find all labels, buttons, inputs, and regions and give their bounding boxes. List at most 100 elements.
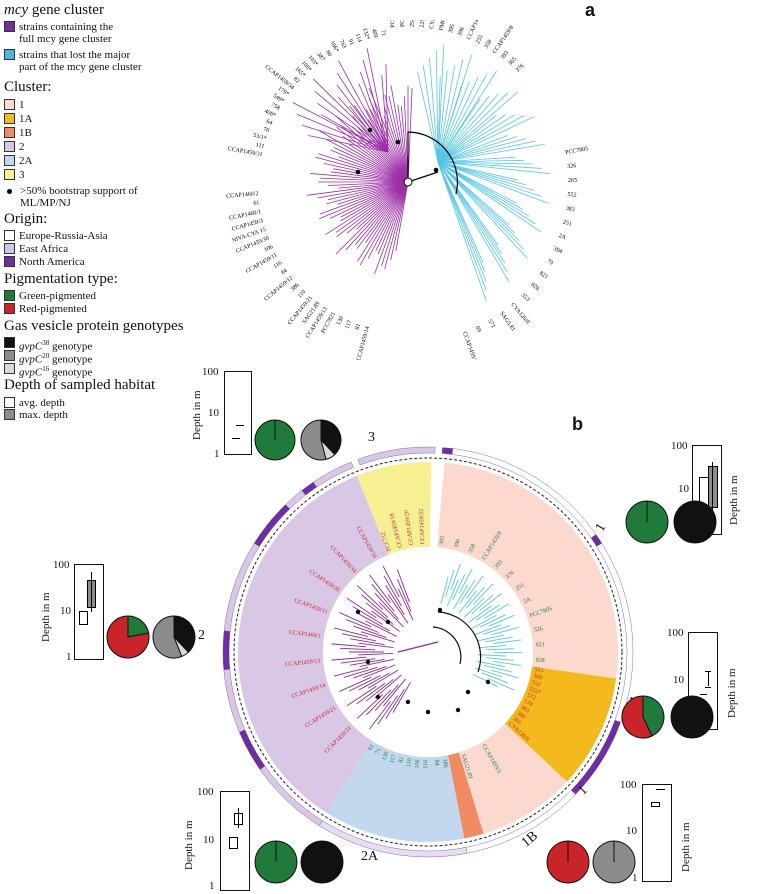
- branch: [445, 569, 455, 597]
- branch: [390, 85, 409, 183]
- branch: [336, 84, 389, 153]
- branch: [450, 563, 461, 591]
- branch: [369, 109, 409, 183]
- branch: [339, 612, 372, 628]
- branch: [437, 161, 527, 186]
- legend-origin-title: Origin:: [4, 211, 48, 227]
- branch: [437, 156, 516, 163]
- swatch: [4, 113, 15, 124]
- branch: [367, 669, 399, 689]
- strain-label: 828: [529, 282, 540, 292]
- tree-a: CCAP1459/3111153/1*7064408*758549*179*CC…: [226, 20, 589, 360]
- branch: [358, 83, 389, 153]
- max-depth-box: [708, 466, 718, 508]
- strain-label: 79: [546, 259, 554, 267]
- branch: [471, 595, 494, 615]
- bootstrap-dot: [365, 659, 371, 665]
- branch: [337, 181, 409, 205]
- pie-pigment-cluster3: [254, 419, 296, 461]
- branch: [477, 654, 506, 657]
- branch: [333, 168, 409, 183]
- branch: [437, 143, 545, 163]
- branch: [317, 102, 389, 153]
- branch: [395, 181, 409, 252]
- strain-label: 80: [324, 50, 332, 58]
- branch: [362, 664, 396, 679]
- branch: [437, 115, 497, 163]
- branch: [387, 594, 409, 624]
- root-node: [403, 177, 413, 187]
- branch: [476, 604, 501, 621]
- cluster-label-2a: 2A: [361, 849, 379, 864]
- strain-label: 353: [520, 292, 531, 303]
- branch: [356, 585, 384, 610]
- dashed-ring: [233, 457, 623, 847]
- branch: [446, 579, 459, 607]
- swatch: [4, 256, 15, 267]
- branch: [336, 72, 389, 153]
- strain-label: 179*: [277, 86, 290, 98]
- strain-label: 380: [515, 710, 526, 720]
- branch: [345, 181, 409, 251]
- pie-slice: [106, 615, 150, 659]
- branch: [385, 585, 405, 616]
- branch: [437, 93, 499, 163]
- branch: [296, 113, 389, 153]
- branch: [346, 685, 377, 707]
- legend-label: part of the mcy gene cluster: [19, 61, 142, 73]
- branch: [346, 597, 377, 619]
- strain-label: 395: [439, 536, 446, 546]
- branch: [437, 59, 464, 163]
- branch: [480, 614, 506, 628]
- branch: [326, 181, 409, 205]
- branch: [317, 181, 409, 199]
- branch: [473, 583, 494, 605]
- branch: [437, 161, 525, 250]
- strain-label: 393: [500, 50, 510, 61]
- branch: [359, 71, 389, 153]
- swatch: [4, 169, 15, 180]
- sector-cluster3: [356, 462, 432, 555]
- legend-gas-16: gvpC16 genotype: [4, 363, 92, 379]
- panel-b-label: b: [572, 414, 583, 434]
- branch: [458, 590, 477, 614]
- branch-arc: [437, 611, 482, 673]
- branch: [312, 78, 389, 153]
- branch: [333, 627, 369, 638]
- branch: [437, 85, 462, 163]
- strain-label: 111: [255, 142, 265, 150]
- strain-label: 229: [419, 20, 426, 28]
- branch: [359, 658, 394, 667]
- branch: [437, 161, 487, 301]
- strain-label: 132*: [361, 27, 370, 40]
- pie-slice: [320, 419, 342, 456]
- branch: [339, 676, 372, 692]
- swatch: [4, 363, 15, 374]
- branch: [437, 76, 441, 163]
- legend-cluster-1: 1: [4, 99, 25, 111]
- branch: [472, 673, 499, 688]
- branch: [485, 636, 513, 643]
- branch: [366, 689, 392, 716]
- pie-gvpc-cluster2a: [300, 840, 344, 884]
- legend-gas-20: gvpC20 genotype: [4, 350, 92, 366]
- branch: [338, 181, 409, 189]
- strain-label: 166*: [328, 40, 339, 53]
- strain-label: 549*: [272, 93, 285, 104]
- bootstrap-dot: [425, 709, 431, 715]
- branch: [368, 701, 391, 730]
- branch: [336, 181, 409, 238]
- strain-label: 758: [270, 102, 281, 112]
- branch: [476, 634, 505, 642]
- pie-gvpc-cluster3: [300, 419, 342, 461]
- branch: [331, 656, 367, 661]
- branch: [453, 584, 469, 610]
- branch: [302, 124, 389, 153]
- branch: [336, 126, 409, 183]
- branch: [341, 633, 377, 642]
- branch: [437, 161, 487, 291]
- branch: [452, 574, 466, 600]
- strain-label: CCAP1460/2: [226, 191, 259, 200]
